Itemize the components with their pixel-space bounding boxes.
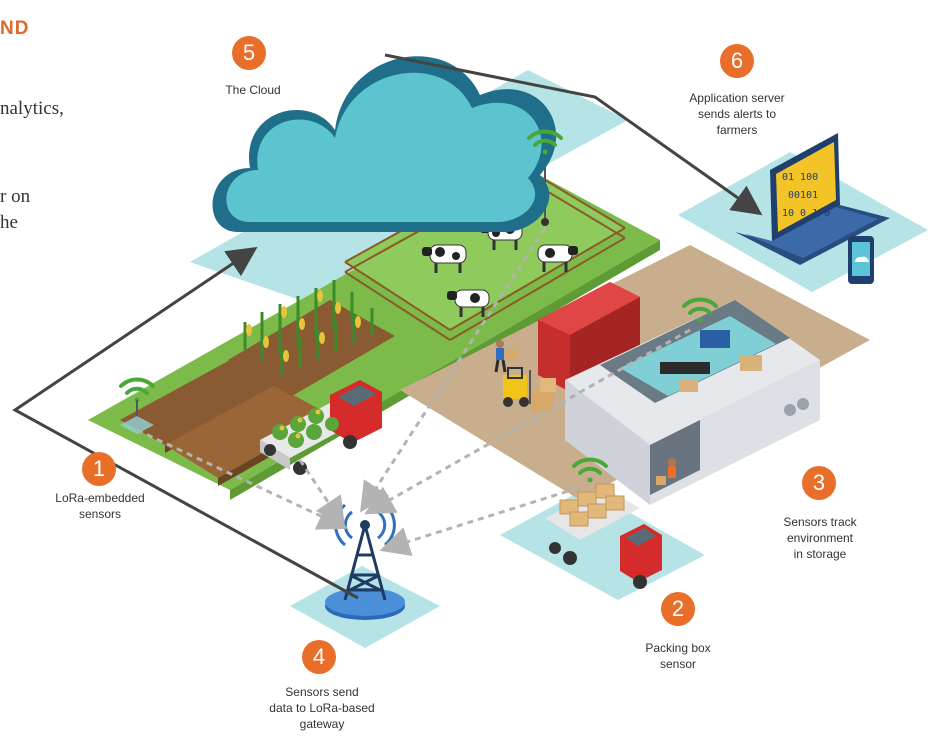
- caption-line: Sensors track: [783, 515, 857, 529]
- caption-line: Application server: [689, 91, 785, 105]
- packing-truck: [545, 483, 662, 589]
- laptop-icon: [735, 133, 890, 265]
- step-1-badge: 1: [82, 452, 116, 486]
- caption-line: farmers: [716, 123, 758, 137]
- caption-line: sends alerts to: [697, 107, 777, 121]
- step-3-caption: Sensors track environment in storage: [760, 514, 880, 562]
- caption-line: Packing box: [645, 641, 711, 655]
- caption-line: sensors: [78, 507, 122, 521]
- flow-line-cloud-to-app: [384, 53, 763, 216]
- step-2-badge: 2: [661, 592, 695, 626]
- screen-line-1: 01 100: [782, 172, 818, 183]
- laptop-screen-text: 01 100 00101 10 0 1 0: [782, 172, 830, 219]
- truck-icon: [260, 380, 382, 475]
- step-5-badge: 5: [232, 36, 266, 70]
- flow-line-gateway-to-cloud: [12, 246, 359, 600]
- data-flow-arrows: [136, 227, 691, 556]
- caption-line: LoRa-embedded: [55, 491, 145, 505]
- caption-line: environment: [786, 531, 854, 545]
- field-sensor: [120, 400, 154, 434]
- caption-line: gateway: [299, 717, 345, 731]
- step-1-caption: LoRa-embedded sensors: [40, 490, 160, 522]
- forklift-icon: [503, 367, 556, 412]
- wifi-icon: [119, 129, 718, 483]
- step-6-caption: Application server sends alerts to farme…: [662, 90, 812, 138]
- section-heading: ND: [0, 18, 30, 39]
- step-4-caption: Sensors send data to LoRa-based gateway: [252, 684, 392, 732]
- intro-text-line-2: r on: [0, 186, 31, 207]
- caption-line: The Cloud: [225, 83, 281, 97]
- caption-line: Sensors send: [285, 685, 359, 699]
- corn-cobs: [246, 290, 361, 362]
- step-4-badge: 4: [302, 640, 336, 674]
- step-2-caption: Packing box sensor: [628, 640, 728, 672]
- corn-icon: [243, 280, 374, 376]
- phone-icon: [848, 236, 874, 284]
- screen-line-3: 10 0 1 0: [782, 208, 830, 219]
- step-3-badge: 3: [802, 466, 836, 500]
- caption-line: sensor: [659, 657, 697, 671]
- step-6-badge: 6: [720, 44, 754, 78]
- cloud-icon: [212, 56, 557, 232]
- worker-icon: [494, 340, 676, 485]
- intro-text-line-1: nalytics,: [0, 98, 64, 119]
- intro-text-line-3: he: [0, 212, 18, 233]
- warehouse-icon: [565, 300, 820, 505]
- caption-line: data to LoRa-based: [269, 701, 375, 715]
- screen-line-2: 00101: [788, 190, 818, 201]
- caption-line: in storage: [793, 547, 847, 561]
- step-5-caption: The Cloud: [200, 82, 306, 98]
